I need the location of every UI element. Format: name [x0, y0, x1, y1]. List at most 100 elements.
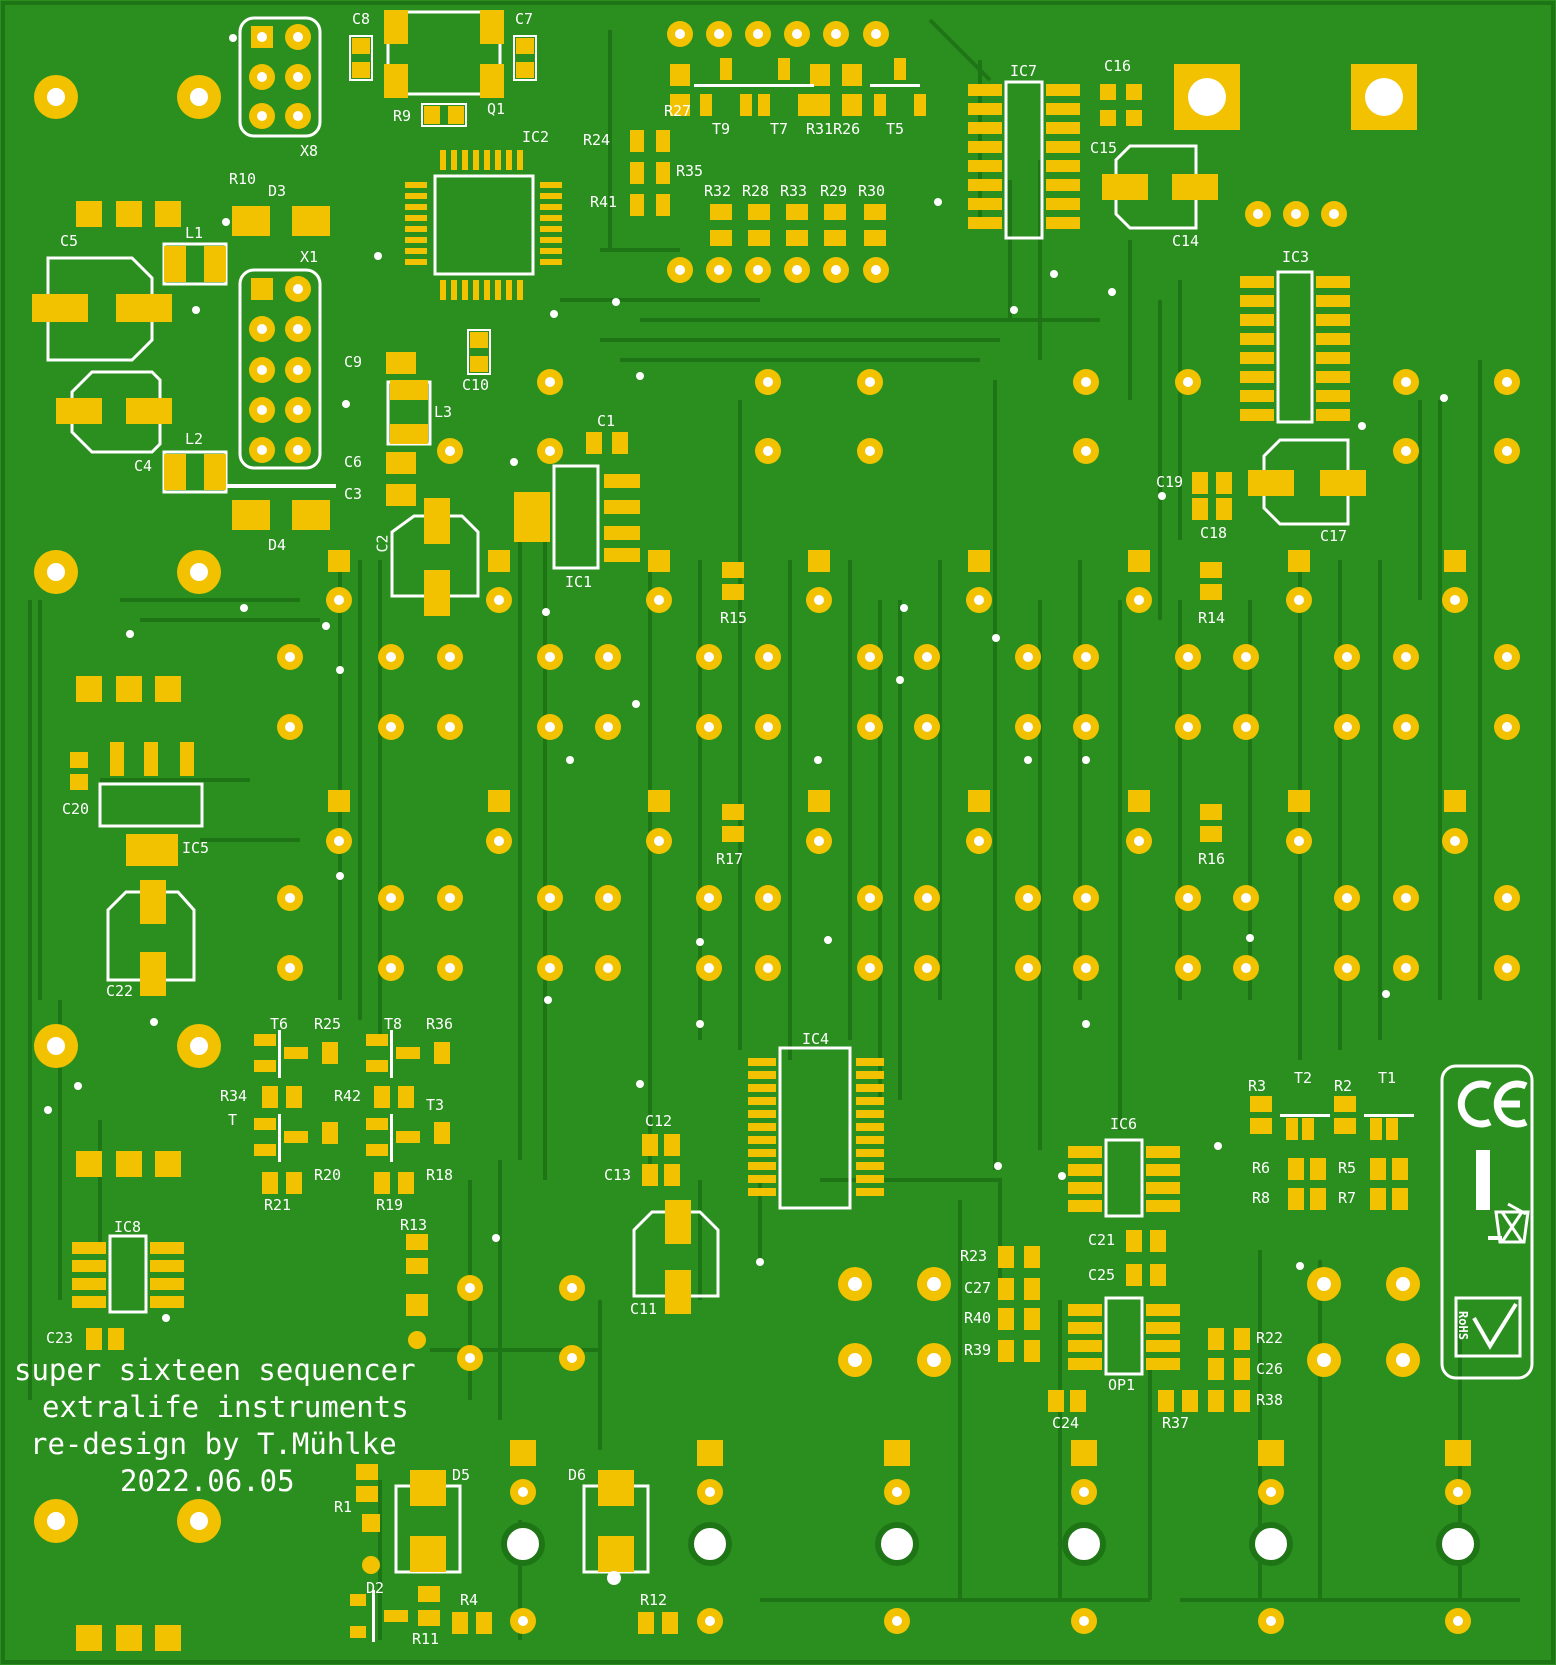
label-c4: C4 [134, 457, 153, 475]
label-l2: L2 [185, 430, 204, 448]
label-d5: D5 [452, 1466, 471, 1484]
label-r2: R2 [1334, 1077, 1353, 1095]
label-r41: R41 [590, 193, 618, 211]
label-c15: C15 [1090, 139, 1118, 157]
transistor-cluster-left [254, 1030, 585, 1371]
label-c10: C10 [462, 376, 490, 394]
ic8-chip [72, 1234, 184, 1350]
label-r6: R6 [1252, 1159, 1271, 1177]
label-t9: T9 [712, 120, 731, 138]
label-r13: R13 [400, 1216, 428, 1234]
rohs-mark: RoHS [1455, 1311, 1470, 1340]
label-r19: R19 [376, 1196, 404, 1214]
label-c5: C5 [60, 232, 79, 250]
label-r21: R21 [264, 1196, 292, 1214]
label-c27: C27 [964, 1279, 992, 1297]
label-r1: R1 [334, 1498, 353, 1516]
label-r33: R33 [780, 182, 808, 200]
label-c25: C25 [1088, 1266, 1116, 1284]
label-r30: R30 [858, 182, 886, 200]
label-t8: T8 [384, 1015, 403, 1033]
board-title-line-1: super sixteen sequencer [14, 1353, 416, 1387]
label-c19: C19 [1156, 473, 1184, 491]
ic3-shift-register [1192, 270, 1366, 526]
regulator-caps [386, 329, 491, 616]
label-t1: T1 [1378, 1069, 1397, 1087]
label-r25: R25 [314, 1015, 342, 1033]
step-button-matrix [277, 369, 1520, 981]
label-c22: C22 [106, 982, 134, 1000]
label-r17: R17 [716, 850, 744, 868]
label-r42: R42 [334, 1087, 362, 1105]
ic2-qfp [405, 150, 562, 300]
crystal-area [349, 10, 537, 127]
board-title-line-3: re-design by T.Mühlke [30, 1427, 397, 1461]
ic4-microcontroller [632, 1046, 884, 1314]
label-r12: R12 [640, 1591, 668, 1609]
label-r36: R36 [426, 1015, 454, 1033]
label-x8: X8 [300, 142, 319, 160]
label-t2: T2 [1294, 1069, 1313, 1087]
top-driver-row [630, 21, 926, 283]
ic7-shift-register [968, 80, 1347, 240]
label-q1: Q1 [487, 100, 506, 118]
label-x1: X1 [300, 248, 319, 266]
label-c8: C8 [352, 10, 371, 28]
label-ic7: IC7 [1010, 62, 1038, 80]
label-l3: L3 [434, 403, 453, 421]
label-ic8: IC8 [114, 1218, 142, 1236]
label-r38: R38 [1256, 1391, 1284, 1409]
vias [44, 34, 1448, 1322]
label-c1: C1 [597, 412, 616, 430]
label-r31r26: R31R26 [806, 120, 861, 138]
label-r28: R28 [742, 182, 770, 200]
label-c13: C13 [604, 1166, 632, 1184]
label-r8: R8 [1252, 1189, 1271, 1207]
label-c6: C6 [344, 453, 363, 471]
label-r32: R32 [704, 182, 732, 200]
label-r9: R9 [393, 107, 412, 125]
label-c24: C24 [1052, 1414, 1080, 1432]
label-ic3: IC3 [1282, 248, 1310, 266]
mounting-holes [34, 64, 1417, 1543]
label-r24: R24 [583, 131, 611, 149]
board-title-line-2: extralife instruments [42, 1390, 409, 1424]
label-ic6: IC6 [1110, 1115, 1138, 1133]
label-c26: C26 [1256, 1360, 1284, 1378]
label-c18: C18 [1200, 524, 1228, 542]
label-r10: R10 [229, 170, 257, 188]
header-x8 [238, 16, 322, 138]
label-r39: R39 [964, 1341, 992, 1359]
label-r16: R16 [1198, 850, 1226, 868]
label-r29: R29 [820, 182, 848, 200]
label-r20: R20 [314, 1166, 342, 1184]
compliance-marks [1440, 1064, 1534, 1380]
label-r37: R37 [1162, 1414, 1190, 1432]
label-t6: T6 [270, 1015, 289, 1033]
label-c16: C16 [1104, 57, 1132, 75]
three-pin-pads [76, 201, 181, 1651]
label-c23: C23 [46, 1329, 74, 1347]
label-c14: C14 [1172, 232, 1200, 250]
label-l1: L1 [185, 224, 204, 242]
label-c11: C11 [630, 1300, 658, 1318]
label-d3: D3 [268, 182, 287, 200]
label-r34: R34 [220, 1087, 248, 1105]
label-ic4: IC4 [802, 1030, 830, 1048]
label-r5: R5 [1338, 1159, 1357, 1177]
label-ic2: IC2 [522, 128, 550, 146]
label-r18: R18 [426, 1166, 454, 1184]
ic5-regulator [70, 742, 204, 996]
label-t5: T5 [886, 120, 905, 138]
label-r7: R7 [1338, 1189, 1357, 1207]
label-c20: C20 [62, 800, 90, 818]
label-ic1: IC1 [565, 573, 593, 591]
header-x1 [238, 268, 322, 470]
label-r4: R4 [460, 1591, 479, 1609]
label-c17: C17 [1320, 527, 1348, 545]
label-r14: R14 [1198, 609, 1226, 627]
transistor-cluster-right [1250, 1096, 1414, 1210]
label-r40: R40 [964, 1309, 992, 1327]
